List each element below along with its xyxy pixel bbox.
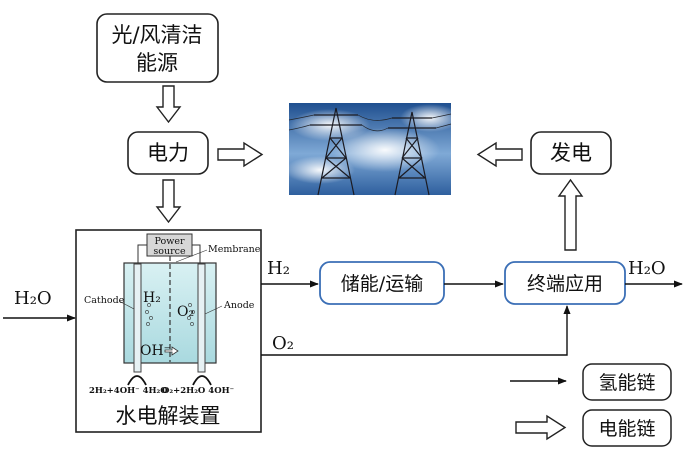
water-output-label: H₂O xyxy=(628,258,666,279)
source-label-line1: 光/风清洁 xyxy=(111,23,202,47)
transmission-tower-right xyxy=(388,111,436,196)
power-source-label-line1: Power xyxy=(154,236,184,247)
transmission-lines xyxy=(288,113,452,132)
h2-output-label: H₂ xyxy=(267,258,290,279)
legend-electric-arrow xyxy=(515,414,567,441)
storage-transport-box: 储能/运输 xyxy=(319,261,445,305)
power-grid-photo xyxy=(285,103,460,196)
cathode-electrode xyxy=(133,263,142,373)
legend-electric-label: 电能链 xyxy=(598,418,655,440)
legend-hydrogen-label: 氢能链 xyxy=(598,372,655,394)
anode-label: Anode xyxy=(223,300,255,311)
electrolysis-cell: Power source H₂ O₂ OH⁻ Membrane Cathode … xyxy=(84,233,261,396)
clean-energy-source-box: 光/风清洁 能源 xyxy=(96,13,219,83)
membrane-label: Membrane xyxy=(208,244,261,255)
cathode-label: Cathode xyxy=(84,295,125,306)
transmission-tower-left xyxy=(310,107,362,196)
electrolyzer-label: 水电解装置 xyxy=(116,404,221,428)
power-box: 电力 xyxy=(127,131,209,175)
power-source-label-line2: source xyxy=(153,246,186,257)
power-generation-box: 发电 xyxy=(530,131,612,175)
source-label-line2: 能源 xyxy=(136,51,178,75)
anode-electrode xyxy=(197,263,206,373)
cell-oh-label: OH⁻ xyxy=(140,343,171,359)
legend: 氢能链 电能链 xyxy=(510,363,672,447)
storage-label: 储能/运输 xyxy=(341,273,423,295)
power-label: 电力 xyxy=(147,141,189,165)
cathode-reaction: 2H₂+4OH⁻ 4H₂O xyxy=(89,386,168,396)
electric-chain-arrow-generation-to-grid xyxy=(476,141,523,168)
electric-chain-arrow-application-to-generation xyxy=(557,178,584,251)
o2-output-label: O₂ xyxy=(272,333,294,354)
oxygen-chain-arrow-to-application xyxy=(261,305,571,356)
application-label: 终端应用 xyxy=(527,273,603,295)
end-application-box: 终端应用 xyxy=(504,261,626,305)
electric-chain-arrow-source-to-power xyxy=(155,85,182,124)
electric-chain-arrow-power-to-electrolyzer xyxy=(155,179,182,224)
electric-chain-arrow-power-to-grid xyxy=(217,141,264,168)
oh-migration-arrow xyxy=(164,346,179,356)
anode-reaction: O₂+2H₂O 4OH⁻ xyxy=(162,386,234,396)
water-input-label: H₂O xyxy=(14,288,52,309)
cell-h2-label: H₂ xyxy=(143,290,161,306)
generation-label: 发电 xyxy=(550,141,592,165)
cell-o2-label: O₂ xyxy=(177,304,194,320)
